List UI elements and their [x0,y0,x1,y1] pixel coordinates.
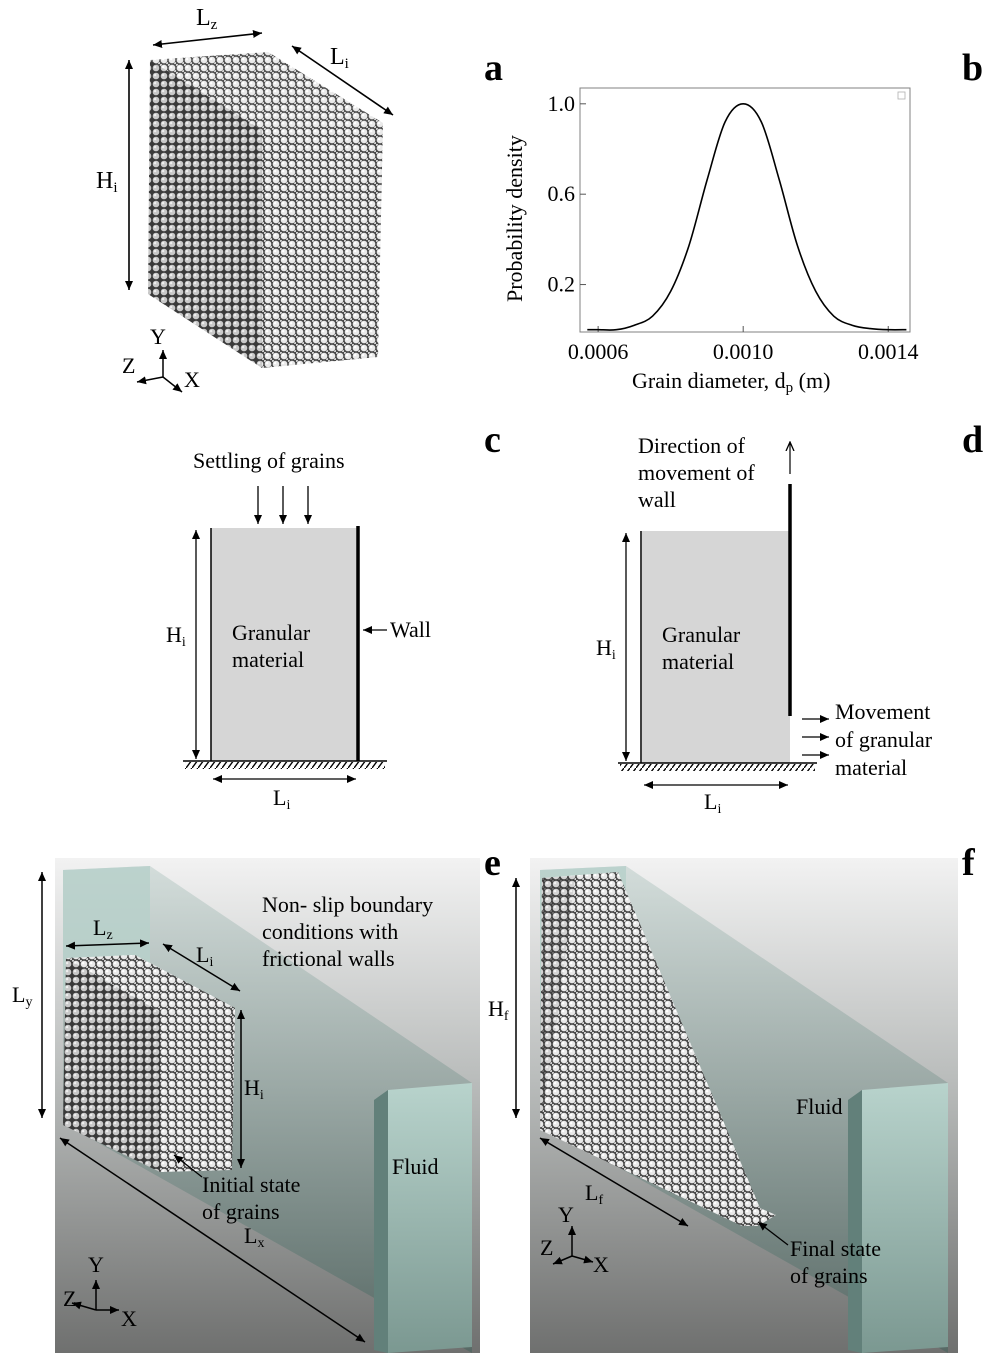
panel-letter-d: d [962,419,983,461]
axis-label-z-f: Z [540,1235,553,1260]
direction-label-3: wall [638,487,676,512]
pdf-curve [587,102,907,331]
panel-letter-b: b [962,47,983,89]
tick-group: 0.0006 0.0010 0.0014 0.2 0.6 1.0 [548,91,919,364]
granular-label-c-2: material [232,647,304,672]
block-top-e [66,955,235,1012]
axis-label-x-e: X [121,1306,137,1331]
axis-label-y-a: Y [150,324,166,349]
granular-label-c-1: Granular [232,620,311,645]
ground-hatch-c [185,762,385,769]
granular-column-d [642,531,790,763]
block-front-face [262,123,383,368]
tank-side-f [848,1090,862,1353]
lf-label-f: Lf [585,1180,603,1208]
block-left-face [148,60,262,368]
outflow-arrows [802,715,829,759]
x-tick-label: 0.0010 [713,339,774,364]
tank-front-f [862,1083,948,1353]
plot-frame [579,87,911,333]
chart-ylabel: Probability density [502,135,527,302]
chart-xlabel: Grain diameter, dp (m) [632,368,830,396]
y-tick-label: 0.2 [548,272,576,297]
li-dimension-arrow [291,45,394,116]
li-label-c: Li [273,785,290,813]
final-label-1: Final state [790,1236,881,1261]
fluid-label-e: Fluid [392,1154,438,1179]
final-state-pointer [757,1221,789,1246]
hi-label-c: Hi [166,622,186,650]
hi-label-e: Hi [244,1075,264,1103]
granular-column-c [211,528,358,761]
li-label: Li [330,44,349,72]
panel-letter-c: c [484,419,501,461]
block-left-e [63,958,160,1172]
fluid-label-f: Fluid [796,1094,842,1119]
runout-deposit-f [540,872,776,1226]
granular-label-d-2: material [662,649,734,674]
axis-label-y-f: Y [558,1202,574,1227]
legend-box [897,91,906,100]
lx-arrow-e [59,1137,366,1343]
ly-label-e: Ly [12,982,32,1010]
panel-letter-a: a [484,47,503,89]
initial-state-pointer [173,1154,203,1178]
lz-label-e: Lz [93,915,113,943]
ground-hatch-d [620,764,815,771]
axes-triad-f [552,1226,594,1265]
panel-letter-f: f [962,842,976,884]
lz-label: Lz [196,5,218,33]
direction-label-2: movement of [638,460,755,485]
lx-label-e: Lx [244,1223,264,1251]
axis-label-z-a: Z [122,353,135,378]
movement-label-1: Movement [835,699,930,724]
hf-label-f: Hf [488,996,509,1024]
block-front-e [160,1008,235,1172]
movement-label-2: of granular [835,727,933,752]
li-label-d: Li [704,789,721,817]
settling-arrows [254,486,312,524]
boundary-label-3: frictional walls [262,946,395,971]
li-arrow-e [162,943,241,992]
panel-letter-e: e [484,842,501,884]
y-tick-label: 0.6 [548,181,576,206]
probability-density-chart: 0.0006 0.0010 0.0014 0.2 0.6 1.0 [548,87,919,364]
initial-label-1: Initial state [202,1172,300,1197]
x-tick-label: 0.0014 [858,339,919,364]
lz-arrow-e [65,939,150,950]
panel-f-scene [530,858,958,1353]
panel-a-block [148,52,383,368]
hi-label: Hi [96,168,118,196]
boundary-label-1: Non- slip boundary [262,892,433,917]
axis-label-y-e: Y [88,1252,104,1277]
settling-label: Settling of grains [193,448,345,473]
axes-triad-e [71,1280,119,1314]
initial-label-2: of grains [202,1199,280,1224]
tank-front-e [388,1083,472,1353]
x-tick-label: 0.0006 [568,339,629,364]
movement-label-3: material [835,755,907,780]
axis-label-x-f: X [593,1252,609,1277]
y-tick-label: 1.0 [548,91,576,116]
granular-label-d-1: Granular [662,622,741,647]
lf-arrow-f [539,1137,689,1227]
axis-label-z-e: Z [63,1286,76,1311]
hi-label-d: Hi [596,635,616,663]
lz-dimension-arrow [152,30,263,48]
deposit-shadow-f [540,876,575,1130]
final-label-2: of grains [790,1263,868,1288]
direction-label-1: Direction of [638,433,746,458]
tank-side-e [374,1090,388,1353]
boundary-label-2: conditions with [262,919,398,944]
axis-label-x-a: X [184,367,200,392]
axes-triad-a [136,350,183,393]
wall-label: Wall [390,617,431,642]
li-label-e: Li [196,942,213,970]
